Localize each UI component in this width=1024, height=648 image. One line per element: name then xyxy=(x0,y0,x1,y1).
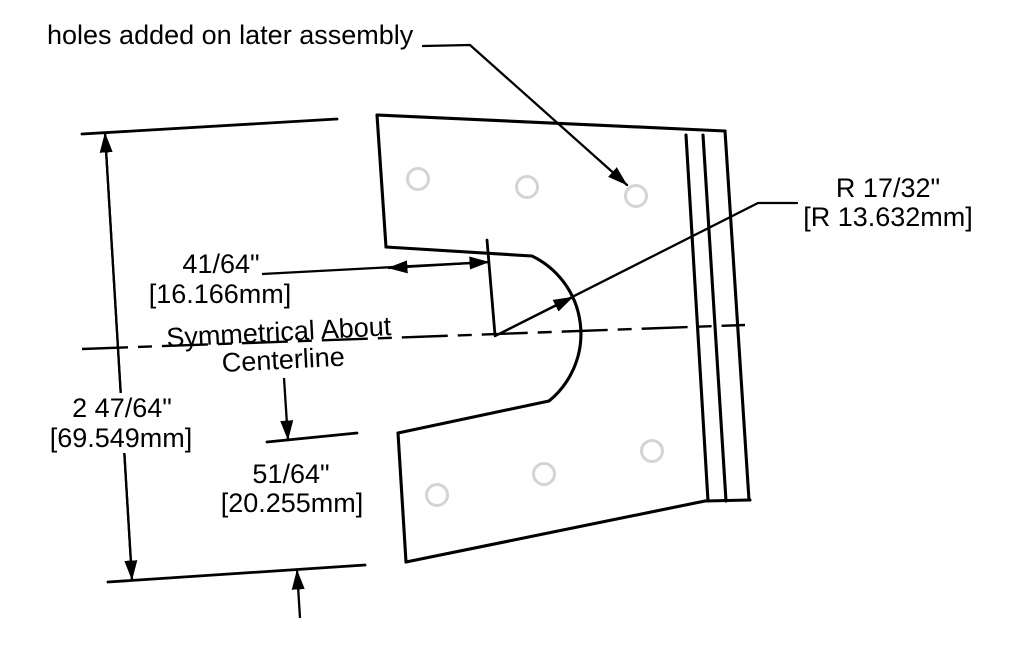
slot-depth-dim-arrow-left xyxy=(387,260,490,274)
radius-dim-inch: R 17/32" xyxy=(836,173,940,203)
extension-lines xyxy=(80,117,497,584)
holes-note-leader xyxy=(421,43,629,187)
slot-depth-dim-mm: [16.166mm] xyxy=(149,279,292,309)
slot-depth-dim-inch: 41/64" xyxy=(182,249,259,279)
hole xyxy=(624,184,648,208)
labels: holes added on later assembly R 17/32" [… xyxy=(44,20,973,518)
symmetry-label-line2: Centerline xyxy=(221,342,345,378)
part-left-edge-lower xyxy=(396,431,408,564)
part-left-edge-upper xyxy=(375,113,388,249)
hole xyxy=(425,483,449,507)
hole xyxy=(532,462,556,486)
offset-dim-arrow-down xyxy=(280,377,294,441)
dimension-lines xyxy=(99,132,490,619)
height-dim-line-down xyxy=(103,132,138,581)
top-extension-line xyxy=(80,117,339,136)
radius-arrow xyxy=(493,295,575,338)
flange-bottom-edge xyxy=(703,498,752,503)
hole xyxy=(515,175,539,199)
radius-dim-mm: [R 13.632mm] xyxy=(803,202,973,232)
slot-cutout xyxy=(384,245,583,435)
part-bottom-edge xyxy=(404,499,707,564)
holes-note-label: holes added on later assembly xyxy=(47,20,414,50)
leader-lines xyxy=(421,43,799,338)
radius-leader xyxy=(493,201,799,338)
holes xyxy=(406,167,664,507)
dim-text-mask xyxy=(44,393,200,453)
part-top-edge xyxy=(375,113,727,133)
symmetry-label: Symmetrical About Centerline xyxy=(166,311,393,378)
slot-bottom-extension-line xyxy=(265,431,359,444)
slot-end-extension-line xyxy=(485,238,497,337)
overall-dim-mm: [69.549mm] xyxy=(50,423,193,453)
offset-dim-mm: [20.255mm] xyxy=(221,488,364,518)
hole xyxy=(640,439,664,463)
fold-line-2 xyxy=(701,133,728,503)
hole xyxy=(406,167,430,191)
offset-dim-arrow-up xyxy=(291,569,305,619)
overall-dim-inch: 2 47/64" xyxy=(72,393,172,423)
fold-line-1 xyxy=(684,133,710,503)
bottom-extension-line xyxy=(106,563,367,584)
part-outline xyxy=(375,113,752,564)
part-right-edge xyxy=(723,129,751,502)
offset-dim-inch: 51/64" xyxy=(252,459,329,489)
centerline xyxy=(81,323,746,351)
